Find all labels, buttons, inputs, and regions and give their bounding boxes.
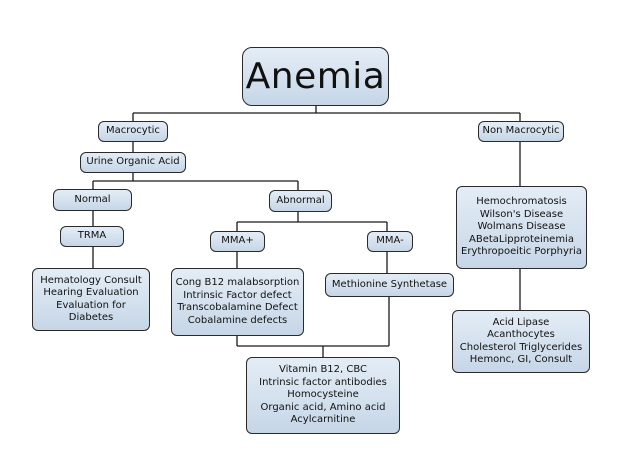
mma-plus-box: MMA+	[210, 231, 265, 252]
non-macrocytic-box: Non Macrocytic	[478, 121, 564, 142]
mma-minus-box: MMA-	[367, 231, 413, 252]
trma-workup-line: Diabetes	[68, 312, 114, 323]
non-macrocytic-label: Non Macrocytic	[482, 125, 560, 137]
methionine-synthetase-label: Methionine Synthetase	[331, 278, 448, 290]
mma-plus-label: MMA+	[221, 235, 254, 247]
b12-defects-line: Cong B12 malabsorption	[175, 277, 300, 288]
normal-label: Normal	[74, 193, 111, 205]
anemia-title: Anemia	[245, 55, 386, 97]
b12-defects-box: Cong B12 malabsorption Intrinsic Factor …	[171, 268, 304, 336]
b12-defects-line: Intrinsic Factor defect	[183, 289, 292, 301]
trma-workup-line: Evaluation for	[56, 299, 126, 311]
mma-minus-label: MMA-	[376, 235, 404, 247]
labs-line: Homocysteine	[287, 389, 359, 401]
non-macro-workup-line: Cholesterol Triglycerides	[459, 341, 583, 353]
labs-box: Vitamin B12, CBC Intrinsic factor antibo…	[246, 357, 400, 434]
anemia-title-box: Anemia	[242, 47, 389, 106]
labs-line: Intrinsic factor antibodies	[259, 376, 387, 388]
non-macro-workup-line: Acid Lipase	[492, 316, 550, 328]
non-macro-condition-line: Wilson's Disease	[479, 208, 564, 220]
connector-abnormal	[236, 212, 388, 231]
trma-workup-line: Hearing Evaluation	[43, 287, 139, 298]
non-macro-workup-box: Acid Lipase Acanthocytes Cholesterol Tri…	[452, 310, 590, 373]
non-macro-condition-line: Wolmans Disease	[477, 221, 566, 233]
non-macro-workup-line: Acanthocytes	[487, 329, 555, 340]
labs-line: Acylcarnitine	[290, 414, 356, 426]
trma-box: TRMA	[60, 226, 124, 247]
non-macro-conditions-box: Hemochromatosis Wilson's Disease Wolmans…	[456, 186, 587, 269]
abnormal-box: Abnormal	[269, 190, 332, 212]
normal-box: Normal	[53, 189, 132, 211]
trma-workup-box: Hematology Consult Hearing Evaluation Ev…	[32, 268, 150, 331]
trma-label: TRMA	[77, 230, 107, 242]
macrocytic-label: Macrocytic	[106, 125, 160, 137]
connector-urine	[92, 173, 299, 190]
abnormal-label: Abnormal	[276, 194, 325, 206]
b12-defects-line: Cobalamine defects	[187, 314, 288, 326]
methionine-synthetase-box: Methionine Synthetase	[325, 273, 454, 297]
labs-line: Vitamin B12, CBC	[278, 364, 368, 376]
labs-line: Organic acid, Amino acid	[260, 401, 386, 413]
macrocytic-box: Macrocytic	[98, 121, 168, 142]
trma-workup-line: Hematology Consult	[40, 274, 142, 286]
non-macro-workup-line: Hemonc, GI, Consult	[469, 354, 573, 365]
connector-to-labs	[236, 297, 390, 357]
b12-defects-line: Transcobalamine Defect	[177, 302, 298, 313]
urine-organic-acid-label: Urine Organic Acid	[86, 156, 180, 168]
non-macro-condition-line: ABetaLipproteinemia	[469, 233, 574, 245]
non-macro-condition-line: Hemochromatosis	[476, 196, 567, 208]
connector-root	[132, 106, 521, 121]
non-macro-condition-line: Erythropoeitic Porphyria	[461, 246, 582, 258]
urine-organic-acid-box: Urine Organic Acid	[80, 152, 186, 173]
